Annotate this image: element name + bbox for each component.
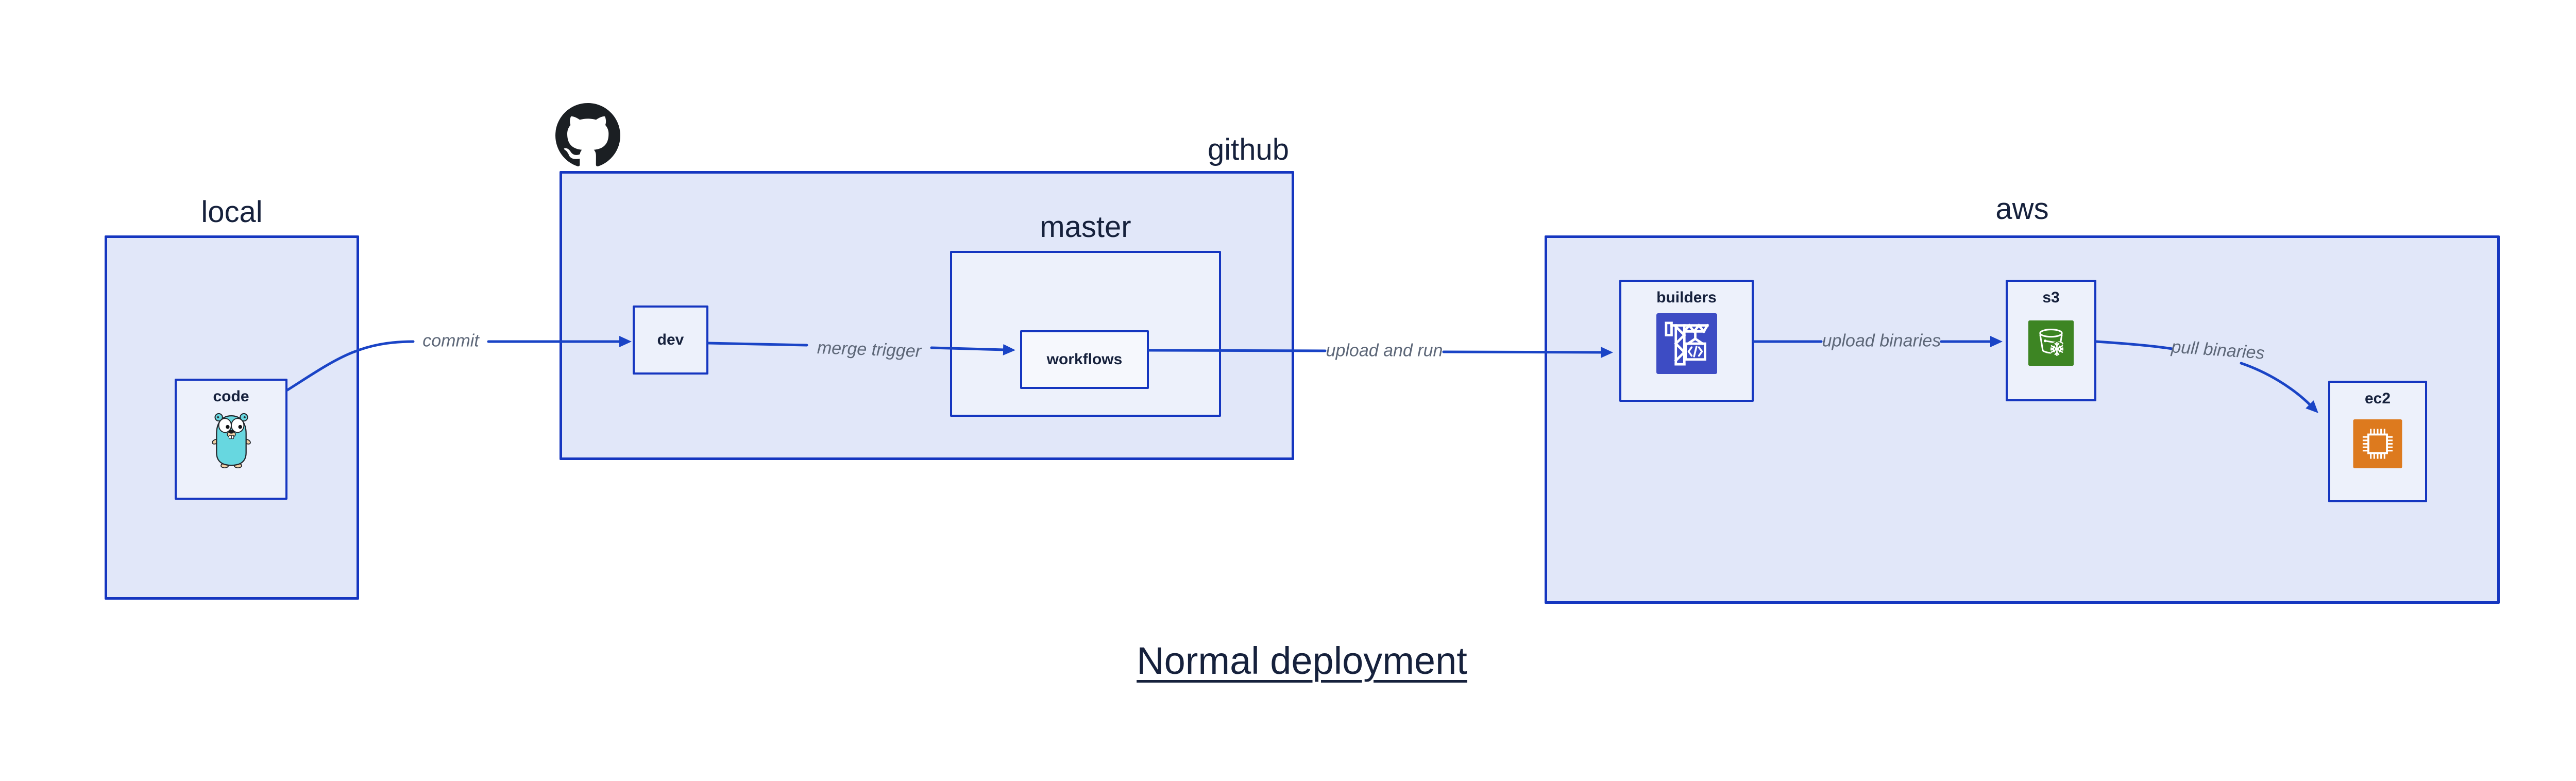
group-local-label: local (201, 195, 263, 229)
edge-upload-binaries-label: upload binaries (1822, 331, 1941, 351)
node-s3: s3 (2006, 280, 2096, 401)
github-octocat-logo-icon (555, 103, 620, 166)
node-dev: dev (633, 305, 708, 375)
node-s3-label: s3 (2042, 289, 2060, 306)
node-ec2-label: ec2 (2364, 390, 2391, 407)
node-ec2: ec2 (2328, 381, 2427, 502)
node-workflows: workflows (1020, 330, 1149, 389)
go-gopher-icon (211, 413, 251, 468)
diagram-title: Normal deployment (1137, 639, 1467, 682)
node-dev-label: dev (657, 331, 684, 348)
node-code-label: code (213, 388, 249, 405)
aws-ec2-chip-icon (2353, 419, 2402, 468)
node-code: code (175, 379, 287, 500)
node-workflows-label: workflows (1046, 351, 1123, 368)
group-aws-label: aws (1995, 192, 2049, 226)
node-builders-label: builders (1656, 289, 1717, 306)
node-master-label: master (1040, 210, 1131, 244)
aws-s3-glacier-bucket-icon (2028, 320, 2074, 366)
edge-merge-trigger-label: merge trigger (817, 337, 922, 362)
node-builders: builders (1619, 280, 1754, 402)
aws-codebuild-crane-icon (1656, 313, 1717, 374)
edge-upload-and-run-label: upload and run (1326, 341, 1443, 361)
edge-commit-label: commit (422, 331, 479, 351)
group-github-label: github (1207, 133, 1289, 166)
